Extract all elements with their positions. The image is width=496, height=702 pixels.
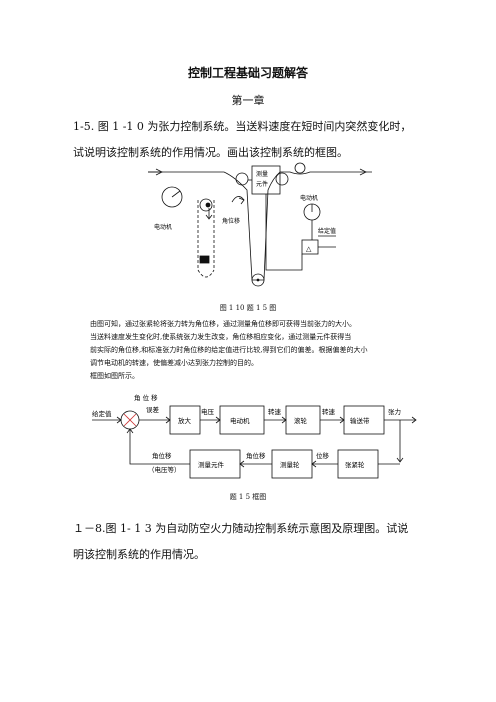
question-1: 1-5. 图 1 -1 0 为张力控制系统。当送料速度在短时间内突然变化时， 试… — [73, 114, 443, 166]
bd-roller-block: 滚轮 — [294, 416, 308, 425]
label-motor-left: 电动机 — [154, 223, 172, 231]
label-motor-right: 电动机 — [300, 194, 318, 202]
bd-motor-block: 电动机 — [230, 416, 250, 425]
bd-error: 误差 — [146, 405, 160, 414]
answer-line-1: 由图可知，通过张紧轮将张力转为角位移，通过测量角位移即可获得当前张力的大小。 — [90, 320, 356, 328]
bd-speed-2: 转速 — [322, 407, 336, 416]
bd-displacement: 位移 — [316, 451, 330, 460]
chapter-heading: 第一章 — [231, 94, 265, 107]
answer-line-5: 框图如图所示。 — [90, 372, 139, 380]
bd-voltage: 电压 — [201, 407, 215, 416]
bd-angle-mid: 角位移 — [246, 451, 266, 460]
bd-tension: 张力 — [388, 407, 401, 416]
page-title: 控制工程基础习题解答 — [187, 66, 308, 80]
tension-system-schematic: 电动机 角位移 测量 元件 电动机 给定值 △ — [148, 162, 372, 287]
bd-measure-element-block: 测量元件 — [198, 460, 225, 469]
question-1-line-2: 试说明该控制系统的作用情况。画出该控制系统的框图。 — [73, 146, 348, 159]
label-measure-2: 元件 — [256, 180, 268, 188]
block-diagram: 给定值 角 位 移 误差 放大 电压 电动机 转速 滚轮 转速 输送带 张力 角… — [92, 393, 417, 479]
answer-line-3: 前实际的角位移,和标准张力时角位移的给定值进行比较,得到它们的偏差。根据偏差的大… — [90, 346, 368, 354]
label-amplifier: △ — [306, 245, 312, 253]
label-setpoint: 给定值 — [318, 227, 336, 235]
label-angle-displacement: 角位移 — [222, 217, 240, 225]
bd-measure-wheel-block: 测量轮 — [280, 460, 300, 469]
block-diagram-caption: 题 1 5 框图 — [229, 493, 267, 501]
label-measure-1: 测量 — [256, 170, 268, 178]
answer-line-2: 当送料速度发生变化时,使系统张力发生改变，角位移相应变化，通过测量元件获得当 — [90, 333, 352, 341]
question-2-line-1: １－8.图 1- 1 3 为自动防空火力随动控制系统示意图及原理图。试说 — [73, 522, 409, 535]
bd-feedback-angle: 角位移 — [152, 451, 172, 460]
question-2-line-2: 明该控制系统的作用情况。 — [73, 548, 205, 561]
bd-setpoint: 给定值 — [92, 409, 112, 418]
bd-conveyor-block: 输送带 — [350, 416, 370, 425]
figure-1-caption: 图 1 10 题 1 5 图 — [219, 304, 277, 312]
bd-speed-1: 转速 — [268, 407, 282, 416]
bd-amp-block: 放大 — [178, 416, 192, 425]
question-1-line-1: 1-5. 图 1 -1 0 为张力控制系统。当送料速度在短时间内突然变化时， — [73, 120, 412, 133]
bd-feedback-voltage: （电压等） — [148, 465, 181, 474]
question-2: １－8.图 1- 1 3 为自动防空火力随动控制系统示意图及原理图。试说 明该控… — [73, 516, 443, 568]
bd-tension-wheel-block: 张紧轮 — [345, 460, 365, 469]
bd-angle-top: 角 位 移 — [134, 393, 158, 402]
answer-line-4: 调节电动机的转速，使偏差减小达到张力控制的目的。 — [90, 359, 258, 367]
answer-text: 由图可知，通过张紧轮将张力转为角位移，通过测量角位移即可获得当前张力的大小。 当… — [90, 318, 440, 383]
